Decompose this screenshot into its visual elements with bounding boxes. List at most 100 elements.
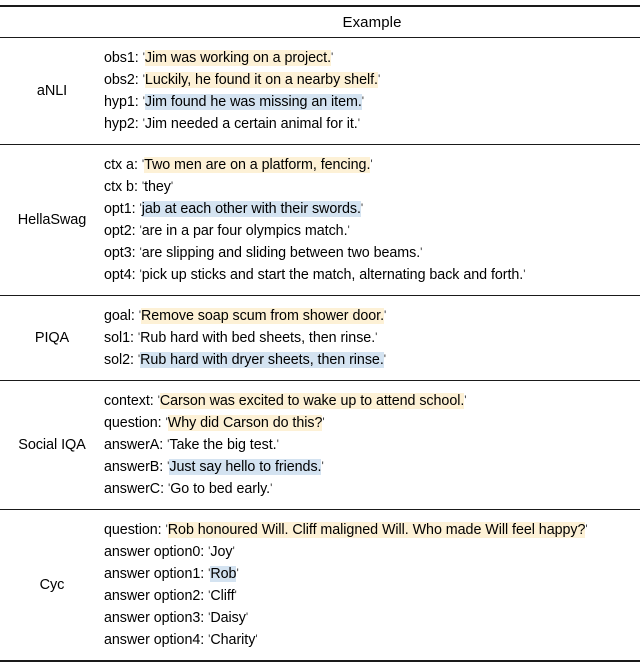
quote-close: '	[585, 522, 588, 536]
header-example-column: Example	[342, 13, 402, 31]
example-line: obs2: 'Luckily, he found it on a nearby …	[104, 69, 640, 91]
field-value: Go to bed early.	[170, 481, 271, 497]
quote-close: '	[360, 201, 364, 215]
field-value: Rub hard with bed sheets, then rinse.	[140, 330, 376, 346]
field-label: answer option2:	[104, 588, 205, 604]
quote-open: '	[208, 588, 211, 602]
quote-open: '	[167, 437, 170, 451]
quote-open: '	[157, 393, 160, 407]
field-value: Jim found he was missing an item.	[144, 94, 362, 110]
field-value: Luckily, he found it on a nearby shelf.	[144, 72, 378, 88]
field-value: Two men are on a platform, fencing.	[144, 157, 371, 173]
field-value: pick up sticks and start the match, alte…	[141, 267, 524, 283]
field-label: obs2:	[104, 72, 139, 88]
field-label: opt2:	[104, 223, 136, 239]
field-label: opt4:	[104, 267, 136, 283]
dataset-name-social-iqa: Social IQA	[18, 437, 86, 453]
field-value: Rob	[210, 566, 237, 582]
example-cell: ctx a: ' Two men are on a platform, fenci…	[104, 154, 640, 286]
example-line: question: 'Rob honoured Will. Cliff mali…	[104, 519, 640, 541]
field-label: answerA:	[104, 437, 164, 453]
field-label: answer option1:	[104, 566, 205, 582]
field-value: Carson was excited to wake up to attend …	[159, 393, 465, 409]
field-value: they	[144, 179, 171, 195]
field-value: are slipping and sliding between two bea…	[141, 245, 421, 261]
field-label: goal:	[104, 308, 135, 324]
field-label: opt1:	[104, 201, 136, 217]
field-value: Jim was working on a project.	[144, 50, 331, 66]
example-line: answer option4: 'Charity'	[104, 629, 640, 651]
field-label: answerC:	[104, 481, 164, 497]
field-label: obs1:	[104, 50, 139, 66]
example-line: opt1: 'jab at each other with their swor…	[104, 198, 640, 220]
field-value: Jim needed a certain animal for it.	[144, 116, 358, 132]
quote-close: '	[270, 481, 273, 495]
field-value: jab at each other with their swords.	[141, 201, 361, 217]
quote-open: '	[165, 522, 168, 536]
example-cell: goal: 'Remove soap scum from shower door…	[104, 305, 640, 371]
quote-open: '	[139, 201, 142, 215]
example-line: ctx b: 'they'	[104, 176, 640, 198]
dataset-name-cyc: Cyc	[39, 577, 65, 593]
field-label: answer option0:	[104, 544, 205, 560]
header-rule	[0, 37, 640, 38]
example-line: hyp1: 'Jim found he was missing an item.…	[104, 91, 640, 113]
quote-open: '	[208, 544, 211, 558]
field-value: Charity	[210, 632, 256, 648]
row-separator-rule	[0, 295, 640, 296]
field-label: answer option3:	[104, 610, 205, 626]
quote-close: '	[234, 588, 237, 602]
field-label: ctx a:	[104, 157, 138, 173]
example-line: answerC: 'Go to bed early.'	[104, 478, 640, 500]
example-cell: question: 'Rob honoured Will. Cliff mali…	[104, 519, 640, 651]
example-line: ctx a: 'Two men are on a platform, fenci…	[104, 154, 640, 176]
field-value: Take the big test.	[169, 437, 277, 453]
table-row: Cyc question: 'Rob honoured Will. Cliff m…	[0, 510, 640, 660]
quote-open: '	[165, 415, 168, 429]
field-value: Daisy	[210, 610, 246, 626]
table-header-row: Example	[0, 7, 640, 37]
example-cell: context: 'Carson was excited to wake up …	[104, 390, 640, 500]
quote-close: '	[232, 544, 235, 558]
example-line: answer option2: 'Cliff'	[104, 585, 640, 607]
field-value: Why did Carson do this?	[167, 415, 323, 431]
quote-open: '	[138, 352, 140, 366]
quote-open: '	[139, 267, 142, 281]
example-line: goal: 'Remove soap scum from shower door…	[104, 305, 640, 327]
example-line: opt2: 'are in a par four olympics match.…	[104, 220, 640, 242]
quote-close: '	[170, 179, 174, 193]
quote-open: '	[142, 116, 145, 130]
example-line: hyp2: 'Jim needed a certain animal for i…	[104, 113, 640, 135]
quote-close: '	[523, 267, 526, 281]
table-top-rule	[0, 5, 640, 7]
quote-close: '	[375, 330, 378, 344]
quote-open: '	[208, 566, 210, 580]
quote-open: '	[142, 72, 145, 86]
row-separator-rule	[0, 509, 640, 510]
quote-open: '	[139, 245, 142, 259]
field-label: answer option4:	[104, 632, 205, 648]
quote-open: '	[138, 308, 141, 322]
quote-close: '	[347, 223, 350, 237]
field-label: hyp1:	[104, 94, 139, 110]
field-label: context:	[104, 393, 154, 409]
quote-close: '	[321, 459, 324, 473]
quote-open: '	[167, 481, 171, 495]
field-label: question:	[104, 415, 162, 431]
quote-close: '	[322, 415, 325, 429]
field-value: Remove soap scum from shower door.	[140, 308, 384, 324]
dataset-name-hellaswag: HellaSwag	[17, 212, 87, 228]
field-value: Cliff	[210, 588, 235, 604]
quote-close: '	[383, 352, 386, 366]
quote-close: '	[236, 566, 239, 580]
field-value: Rob honoured Will. Cliff maligned Will. …	[167, 522, 586, 538]
example-cell: obs1: 'Jim was working on a project.'obs…	[104, 47, 640, 135]
field-label: opt3:	[104, 245, 136, 261]
example-line: obs1: 'Jim was working on a project.'	[104, 47, 640, 69]
field-value: are in a par four olympics match.	[141, 223, 348, 239]
example-line: answer option3: 'Daisy'	[104, 607, 640, 629]
example-line: opt3: 'are slipping and sliding between …	[104, 242, 640, 264]
